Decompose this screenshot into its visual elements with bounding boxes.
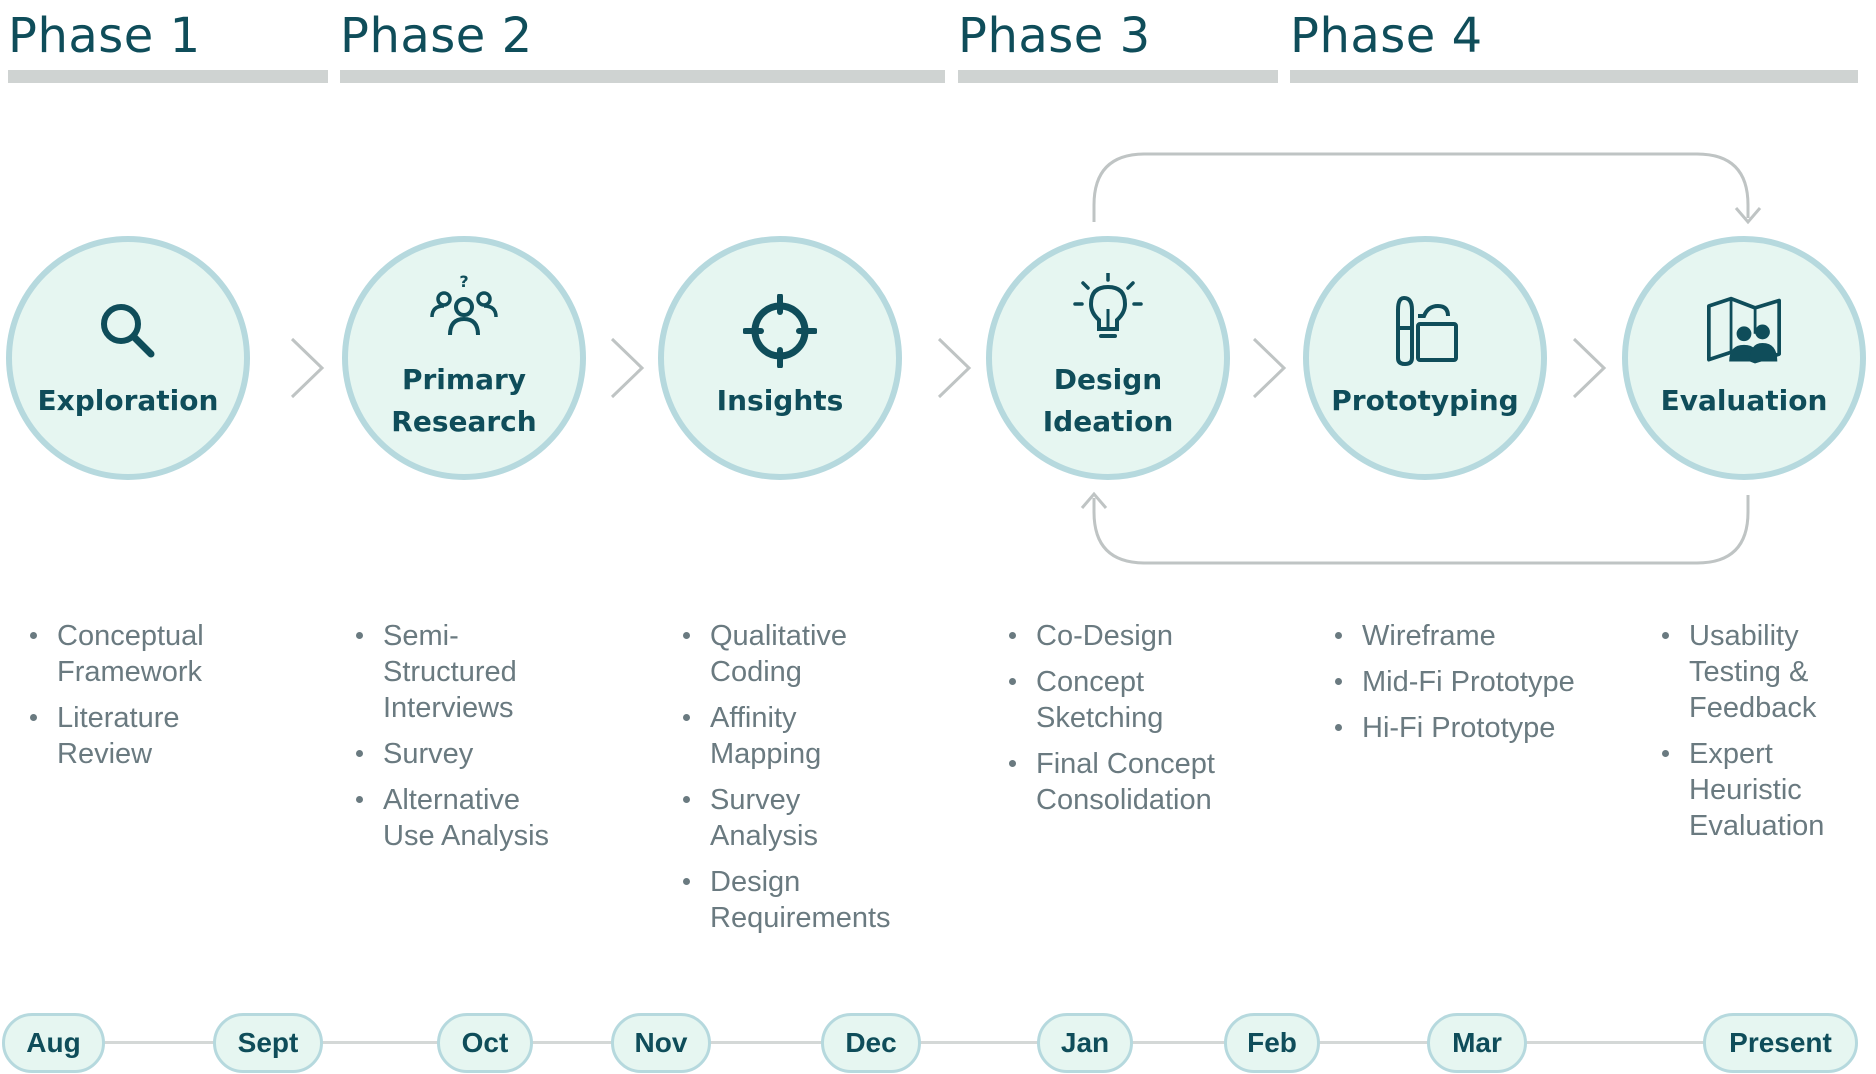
timeline-month-aug: Aug bbox=[2, 1013, 105, 1073]
map-people-icon bbox=[1707, 296, 1781, 364]
list-item: Hi-Fi Prototype bbox=[1333, 710, 1593, 746]
step-insights: Insights bbox=[658, 236, 902, 480]
iteration-loop-connectors bbox=[1080, 152, 1762, 565]
timeline-month-sept: Sept bbox=[213, 1013, 323, 1073]
lightbulb-icon bbox=[1073, 273, 1143, 338]
step-exploration: Exploration bbox=[6, 236, 250, 480]
chevron-right-icon bbox=[1572, 337, 1607, 399]
list-item: Expert Heuristic Evaluation bbox=[1660, 736, 1860, 844]
timeline-month-jan: Jan bbox=[1037, 1013, 1133, 1073]
chevron-right-icon bbox=[290, 337, 325, 399]
timeline-month-feb: Feb bbox=[1224, 1013, 1320, 1073]
chevron-right-icon bbox=[1252, 337, 1287, 399]
phase-3-bar bbox=[958, 70, 1278, 83]
timeline-month-present: Present bbox=[1703, 1013, 1858, 1073]
step-label-design-ideation: Design Ideation bbox=[1042, 363, 1174, 438]
step-label-evaluation: Evaluation bbox=[1660, 384, 1828, 417]
phase-1-bar bbox=[8, 70, 328, 83]
step-design-ideation: Design Ideation bbox=[986, 236, 1230, 480]
timeline-month-mar: Mar bbox=[1427, 1013, 1527, 1073]
timeline-line bbox=[50, 1041, 1820, 1044]
step-prototyping: Prototyping bbox=[1303, 236, 1547, 480]
list-item: Conceptual Framework bbox=[28, 618, 258, 690]
timeline-month-nov: Nov bbox=[611, 1013, 711, 1073]
phase-2-title: Phase 2 bbox=[340, 8, 533, 64]
step-list-design-ideation: Co-Design Concept Sketching Final Concep… bbox=[1007, 618, 1257, 828]
step-primary-research: ? Primary Research bbox=[342, 236, 586, 480]
step-list-evaluation: Usability Testing & Feedback Expert Heur… bbox=[1660, 618, 1860, 854]
list-item: Final Concept Consolidation bbox=[1007, 746, 1257, 818]
timeline-month-oct: Oct bbox=[437, 1013, 533, 1073]
magnifier-icon bbox=[101, 304, 155, 358]
list-item: Concept Sketching bbox=[1007, 664, 1257, 736]
list-item: Design Requirements bbox=[681, 864, 901, 936]
list-item: Literature Review bbox=[28, 700, 258, 772]
list-item: Semi-Structured Interviews bbox=[354, 618, 574, 726]
step-list-primary-research: Semi-Structured Interviews Survey Altern… bbox=[354, 618, 574, 864]
loop-top-arrow-line bbox=[1092, 152, 1750, 222]
step-label-prototyping: Prototyping bbox=[1331, 384, 1519, 417]
chevron-right-icon bbox=[610, 337, 645, 399]
phase-1-title: Phase 1 bbox=[8, 8, 201, 64]
step-label-insights: Insights bbox=[716, 384, 844, 417]
list-item: Alternative Use Analysis bbox=[354, 782, 574, 854]
step-list-prototyping: Wireframe Mid-Fi Prototype Hi-Fi Prototy… bbox=[1333, 618, 1593, 756]
list-item: Mid-Fi Prototype bbox=[1333, 664, 1593, 700]
list-item: Survey Analysis bbox=[681, 782, 901, 854]
svg-text:?: ? bbox=[459, 273, 468, 291]
step-list-exploration: Conceptual Framework Literature Review bbox=[28, 618, 258, 782]
loop-bottom-arrow-line bbox=[1092, 495, 1750, 565]
crosshair-target-icon bbox=[743, 294, 817, 368]
list-item: Affinity Mapping bbox=[681, 700, 901, 772]
list-item: Qualitative Coding bbox=[681, 618, 901, 690]
list-item: Wireframe bbox=[1333, 618, 1593, 654]
loop-top-arrowhead bbox=[1734, 207, 1762, 225]
phase-4-bar bbox=[1290, 70, 1858, 83]
loop-bottom-arrowhead bbox=[1080, 491, 1108, 509]
list-item: Usability Testing & Feedback bbox=[1660, 618, 1860, 726]
step-evaluation: Evaluation bbox=[1622, 236, 1866, 480]
people-question-icon: ? bbox=[430, 273, 498, 336]
step-list-insights: Qualitative Coding Affinity Mapping Surv… bbox=[681, 618, 901, 946]
phase-3-title: Phase 3 bbox=[958, 8, 1151, 64]
brush-square-icon bbox=[1396, 295, 1458, 367]
phase-4-title: Phase 4 bbox=[1290, 8, 1483, 64]
list-item: Survey bbox=[354, 736, 574, 772]
phase-2-bar bbox=[340, 70, 945, 83]
chevron-right-icon bbox=[937, 337, 972, 399]
list-item: Co-Design bbox=[1007, 618, 1257, 654]
step-label-exploration: Exploration bbox=[37, 384, 219, 417]
timeline-month-dec: Dec bbox=[821, 1013, 921, 1073]
step-label-primary-research: Primary Research bbox=[391, 363, 537, 438]
